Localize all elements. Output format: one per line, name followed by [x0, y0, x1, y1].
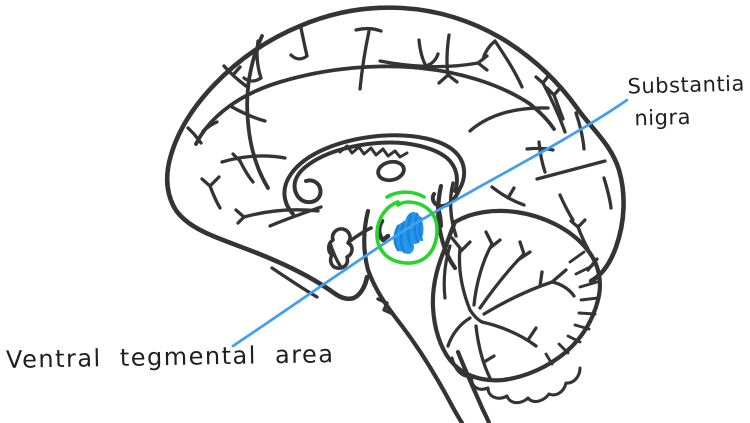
- substantia-nigra-label: Substantia nigra: [627, 68, 746, 134]
- vta-blob-scribble: [393, 212, 424, 254]
- cerebrum-outline: [164, 5, 626, 302]
- highlight-circle: [375, 190, 439, 265]
- thalamus-oval: [376, 159, 406, 183]
- inner-cortex-lines: [194, 34, 556, 190]
- cerebellum: [430, 208, 603, 405]
- substantia-nigra-label-line1: Substantia: [627, 71, 746, 99]
- annotation-leader-line: [231, 98, 629, 348]
- cerebellum-outline: [430, 208, 603, 383]
- hypothalamus-marks: [326, 218, 395, 316]
- ventral-tegmental-area-label: Ventral tegmental area: [5, 340, 335, 374]
- substantia-nigra-label-line2: nigra: [634, 104, 692, 130]
- cortical-sulci: [186, 26, 613, 299]
- cerebellum-arbor-vitae: [446, 230, 576, 380]
- cerebellum-folia-hatching: [544, 250, 600, 366]
- cerebellum-fringe: [450, 356, 582, 405]
